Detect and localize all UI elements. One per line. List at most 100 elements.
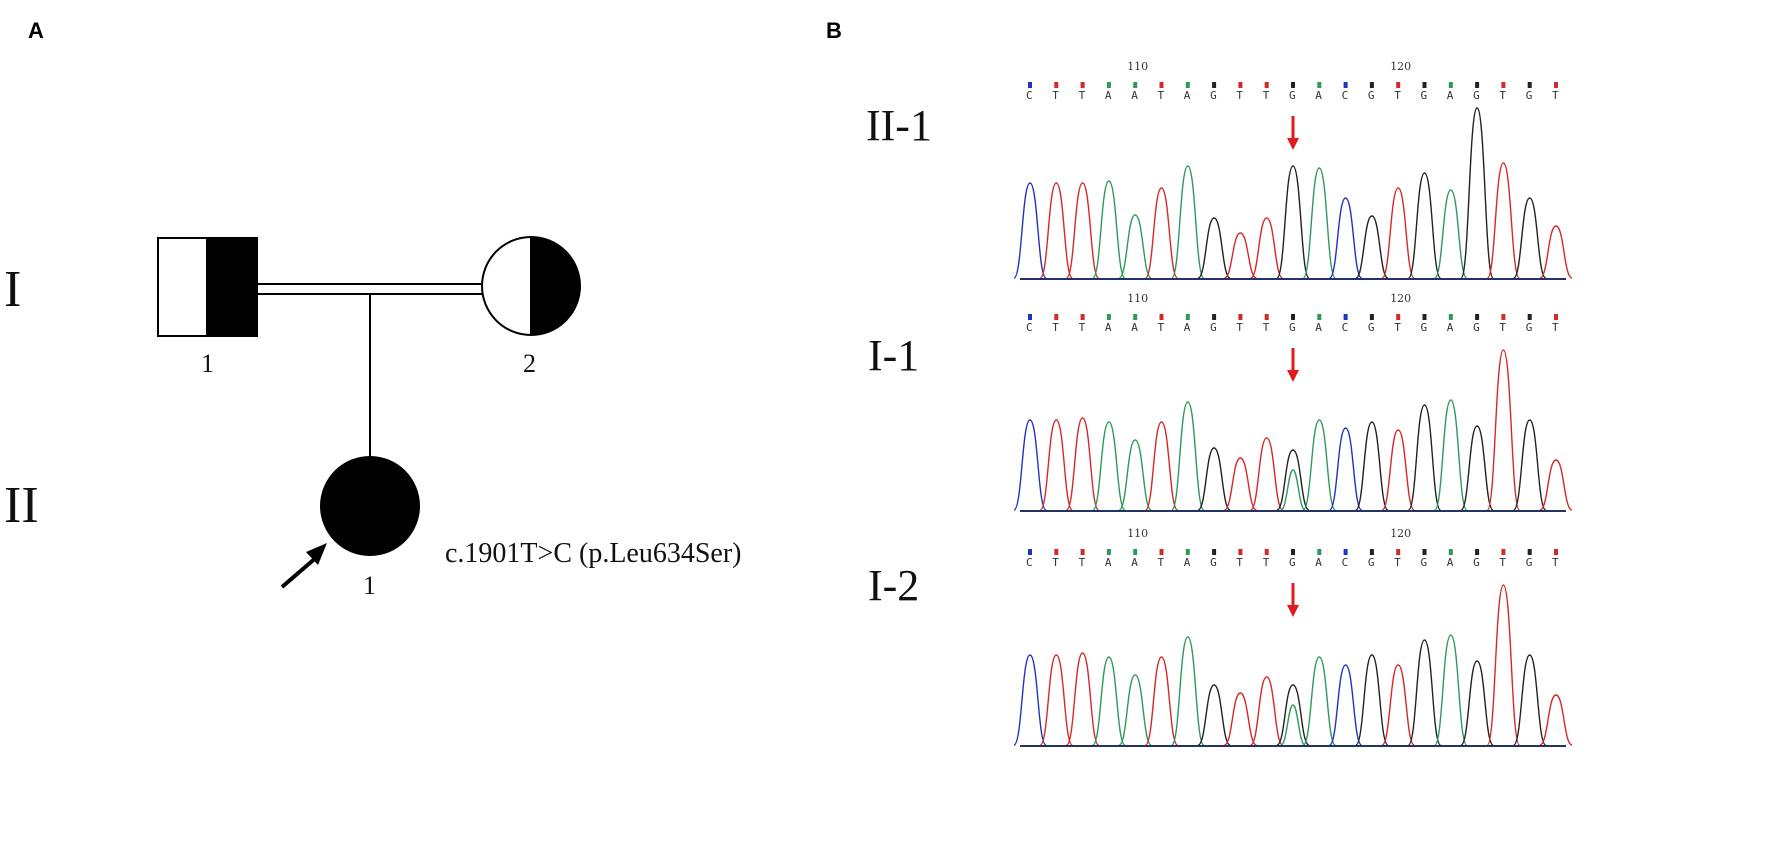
- base-call: A: [1184, 556, 1191, 569]
- base-marker: [1554, 549, 1558, 555]
- base-call: T: [1079, 89, 1086, 102]
- trace-peak: [1171, 401, 1205, 511]
- base-marker: [1238, 549, 1243, 555]
- base-call: C: [1342, 89, 1349, 102]
- base-call: T: [1263, 556, 1270, 569]
- trace-peak: [1302, 419, 1336, 511]
- base-marker: [1343, 82, 1348, 88]
- trace-peak: [1144, 421, 1179, 511]
- base-call: A: [1131, 321, 1138, 334]
- base-marker: [1448, 314, 1453, 320]
- trace-peak: [1197, 217, 1231, 279]
- base-marker: [1106, 314, 1111, 320]
- base-call: A: [1315, 89, 1322, 102]
- trace-peak: [1013, 419, 1047, 511]
- base-call: T: [1236, 556, 1243, 569]
- trace-peak: [1197, 447, 1231, 511]
- base-call: T: [1158, 321, 1165, 334]
- trace-peak: [1513, 654, 1547, 746]
- trace-peak: [1171, 636, 1205, 746]
- position-number: 110: [1127, 292, 1148, 305]
- trace-peak: [1039, 182, 1073, 279]
- base-call: T: [1079, 556, 1086, 569]
- base-call: C: [1342, 556, 1349, 569]
- base-marker: [1212, 549, 1217, 555]
- base-call: A: [1315, 556, 1322, 569]
- base-call: C: [1026, 321, 1033, 334]
- trace-peak: [1092, 180, 1126, 279]
- base-call: C: [1026, 89, 1033, 102]
- base-call: T: [1552, 321, 1559, 334]
- base-call: T: [1236, 321, 1243, 334]
- base-call: G: [1526, 556, 1533, 569]
- base-marker: [1343, 314, 1348, 320]
- base-marker: [1264, 314, 1269, 320]
- trace-peak: [1381, 664, 1415, 746]
- base-marker: [1238, 314, 1243, 320]
- base-marker: [1054, 314, 1059, 320]
- mother-number: 2: [523, 349, 536, 378]
- base-call: T: [1052, 556, 1059, 569]
- trace-peak: [1013, 182, 1047, 279]
- trace-peak: [1224, 232, 1257, 279]
- base-marker: [1554, 314, 1558, 320]
- base-call: G: [1210, 556, 1217, 569]
- base-marker: [1159, 314, 1164, 320]
- base-call: G: [1473, 556, 1480, 569]
- trace-peak: [1118, 674, 1152, 746]
- trace-peak: [1434, 399, 1468, 511]
- trace-peak: [1407, 404, 1442, 511]
- sample-label: I-1: [868, 331, 919, 380]
- trace-peak: [1434, 634, 1468, 746]
- base-call: T: [1052, 321, 1059, 334]
- trace-peak: [1065, 182, 1100, 279]
- base-call: G: [1210, 89, 1217, 102]
- sample-label: I-2: [868, 561, 919, 610]
- position-number: 110: [1127, 60, 1148, 73]
- trace-peak: [1381, 187, 1415, 279]
- trace-peak: [1513, 419, 1547, 511]
- base-call: A: [1105, 556, 1112, 569]
- trace-peak: [1539, 694, 1573, 746]
- base-marker: [1448, 549, 1453, 555]
- base-call: A: [1184, 321, 1191, 334]
- base-marker: [1527, 314, 1532, 320]
- base-marker: [1422, 549, 1427, 555]
- base-call: G: [1421, 556, 1428, 569]
- mother-symbol: [481, 236, 581, 336]
- base-marker: [1080, 549, 1085, 555]
- base-call: G: [1368, 556, 1375, 569]
- base-call: C: [1342, 321, 1349, 334]
- trace-peak: [1224, 692, 1257, 746]
- base-marker: [1080, 82, 1085, 88]
- base-marker: [1106, 82, 1111, 88]
- base-marker: [1212, 82, 1217, 88]
- trace-peak: [1513, 197, 1547, 279]
- base-marker: [1501, 82, 1506, 88]
- trace-peak-secondary: [1280, 704, 1306, 746]
- trace-peak: [1250, 676, 1284, 746]
- base-call: A: [1131, 556, 1138, 569]
- base-marker: [1106, 549, 1111, 555]
- proband-symbol: [320, 456, 420, 556]
- base-marker: [1291, 549, 1295, 555]
- base-marker: [1317, 314, 1322, 320]
- base-call: G: [1368, 321, 1375, 334]
- base-marker: [1396, 549, 1401, 555]
- trace-peak: [1250, 217, 1284, 279]
- base-call: A: [1447, 89, 1454, 102]
- base-marker: [1448, 82, 1453, 88]
- base-call: A: [1105, 321, 1112, 334]
- panel-label-a: A: [28, 18, 44, 43]
- trace-peak: [1539, 459, 1573, 511]
- base-call: A: [1447, 556, 1454, 569]
- variant-arrow-icon: [1287, 348, 1299, 382]
- base-call: C: [1026, 556, 1033, 569]
- base-marker: [1475, 549, 1480, 555]
- base-marker: [1369, 314, 1374, 320]
- variant-arrow-icon: [1287, 583, 1299, 617]
- base-marker: [1185, 549, 1190, 555]
